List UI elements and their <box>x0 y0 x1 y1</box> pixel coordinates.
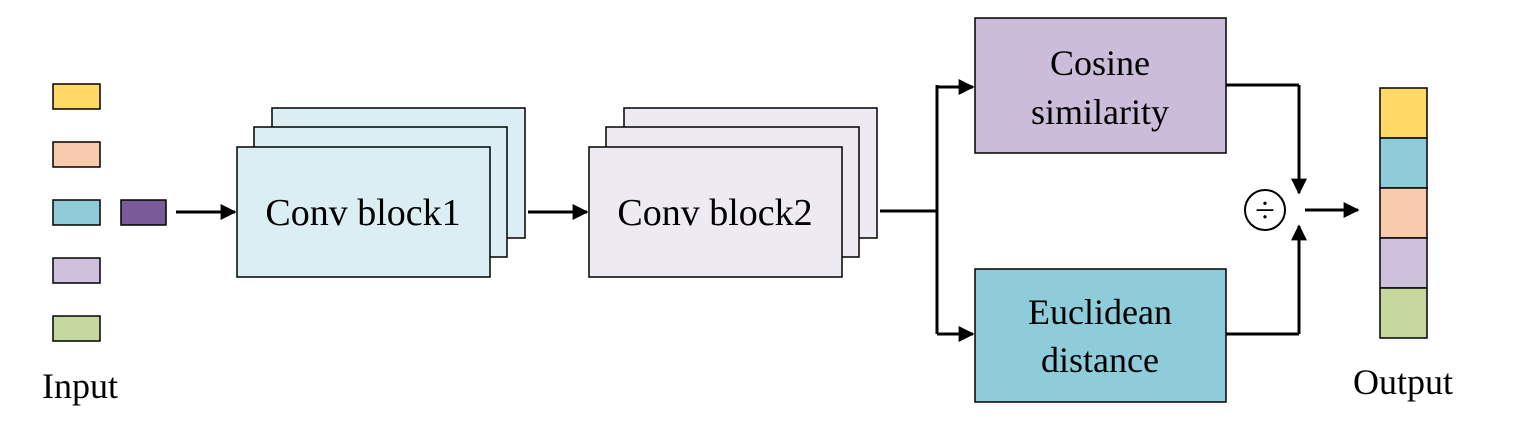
input-label: Input <box>42 366 118 406</box>
conv1-label: Conv block1 <box>265 192 460 234</box>
output-cell-4 <box>1379 237 1428 289</box>
input-token-1 <box>52 83 101 110</box>
input-token-3 <box>52 199 101 226</box>
selected-embedding <box>120 199 167 226</box>
conv-block1: Conv block1 <box>236 107 526 278</box>
cosine-line1: Cosine <box>1050 43 1150 83</box>
output-column <box>1379 87 1428 339</box>
euclidean-line1: Euclidean <box>1028 292 1172 332</box>
split-connector <box>880 79 975 342</box>
merge-connector <box>1226 83 1360 336</box>
output-label: Output <box>1353 362 1453 402</box>
conv-block2: Conv block2 <box>588 107 878 278</box>
divide-operator: ÷ <box>1244 189 1286 231</box>
cosine-similarity-box <box>974 17 1227 154</box>
euclidean-distance-box <box>974 268 1227 403</box>
cosine-line2: similarity <box>1031 92 1169 132</box>
input-token-2 <box>52 141 101 168</box>
output-cell-2 <box>1379 137 1428 189</box>
output-cell-3 <box>1379 187 1428 239</box>
euclidean-line2: distance <box>1041 340 1159 380</box>
input-token-4 <box>52 257 101 284</box>
conv2-layer-front <box>588 146 843 278</box>
divide-icon <box>1244 189 1286 231</box>
input-token-column <box>52 83 101 342</box>
output-cell-1 <box>1379 87 1428 139</box>
conv2-label: Conv block2 <box>617 192 812 234</box>
conv1-layer-front <box>236 146 491 278</box>
divide-symbol: ÷ <box>1255 190 1275 230</box>
input-token-5 <box>52 315 101 342</box>
output-cell-5 <box>1379 287 1428 339</box>
